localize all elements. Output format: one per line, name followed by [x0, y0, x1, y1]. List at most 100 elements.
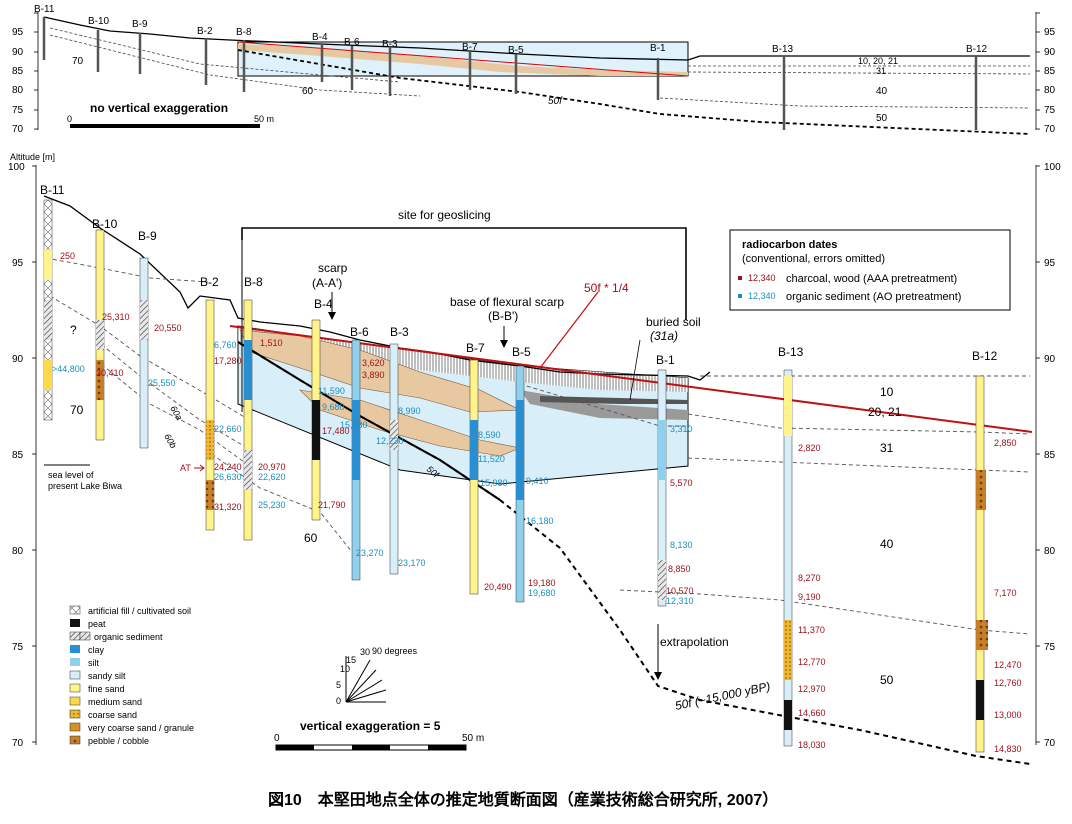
scarp-sub-label: (A-A'): [312, 276, 342, 290]
borehole-label: B-12: [972, 349, 998, 363]
top-scale-bar: [70, 124, 260, 128]
legend-item: fine sand: [69, 683, 125, 694]
legend-item: medium sand: [69, 696, 142, 707]
tick-label: 70: [12, 738, 24, 749]
at-label: AT: [180, 463, 191, 473]
borehole-label: B-3: [382, 39, 398, 50]
fault-projection-label: 50f * 1/4: [584, 281, 629, 295]
unit-label: 50f: [548, 96, 563, 107]
legend-item: clay: [70, 645, 105, 655]
unit-label: 60: [304, 531, 318, 545]
tick-label: 85: [12, 450, 24, 461]
flexural-sub-label: (B-B'): [488, 309, 518, 323]
tick-label: 95: [12, 27, 24, 38]
legend-item-label: silt: [88, 658, 99, 668]
date-label: 31,320: [214, 502, 242, 512]
borehole-label: B-7: [462, 42, 478, 53]
tick-label: 70: [12, 124, 24, 135]
date-label: 11,520: [478, 454, 505, 464]
tick-label: 70: [1044, 124, 1056, 135]
legend-item-label: medium sand: [88, 697, 142, 707]
tick-label: 85: [1044, 450, 1056, 461]
tick-label: 90: [1044, 354, 1056, 365]
date-label: 3,890: [362, 370, 385, 380]
borehole-label: B-11: [34, 4, 55, 15]
legend-item-label: clay: [88, 645, 105, 655]
bottom-scale-title: vertical exaggeration = 5: [300, 719, 441, 733]
tick-label: 70: [1044, 738, 1056, 749]
unit-label: 31: [876, 66, 886, 76]
borehole-label: B-3: [390, 325, 409, 339]
legend-item-label: pebble / cobble: [88, 736, 149, 746]
date-label: 19,680: [528, 588, 556, 598]
tick-label: 75: [1044, 642, 1056, 653]
borehole-label: B-11: [40, 183, 65, 197]
unit-label: 40: [880, 537, 894, 551]
borehole-label: B-5: [512, 345, 531, 359]
date-label: 19,180: [528, 578, 556, 588]
date-label: 25,230: [258, 500, 286, 510]
scale-label: 50 m: [462, 733, 484, 744]
unit-label: 20, 21: [868, 405, 902, 419]
tick-label: 80: [1044, 85, 1056, 96]
tick-label: 95: [1044, 258, 1056, 269]
date-label: 22,620: [258, 472, 286, 482]
main-left-axis: 100 95 90 85 80 75 70: [8, 162, 37, 749]
legend-item-label: coarse sand: [88, 710, 137, 720]
date-label: 9,190: [798, 592, 821, 602]
date-label: 24,240: [214, 462, 242, 472]
scarp-label: scarp: [318, 261, 348, 275]
date-label: 17,280: [214, 356, 242, 366]
legend-item: peat: [70, 619, 106, 629]
unit-label: 70: [72, 56, 84, 67]
legend-item-label: artificial fill / cultivated soil: [88, 606, 191, 616]
date-label: 3,310: [670, 424, 693, 434]
borehole-label: B-6: [350, 325, 369, 339]
legend-item-label: very coarse sand / granule: [88, 723, 194, 733]
unit-label: 10, 20, 21: [858, 56, 898, 66]
borehole-label: B-13: [772, 44, 794, 55]
borehole-label: B-1: [650, 43, 666, 54]
top-50f-line: [237, 49, 1031, 135]
tick-label: 100: [8, 162, 25, 173]
lithology-legend: artificial fill / cultivated soil peat o…: [69, 605, 194, 746]
dip-label: 90 degrees: [372, 646, 418, 656]
site-label: site for geoslicing: [398, 208, 491, 222]
top-section: 95 90 85 80 75 70 95 90 85 80 75 70: [12, 4, 1056, 135]
legend-subtitle: (conventional, errors omitted): [742, 253, 885, 265]
borehole-label: B-4: [314, 297, 333, 311]
unit-label: 60b: [162, 432, 178, 450]
legend-item: pebble / cobble: [69, 735, 149, 746]
tick-label: 80: [12, 85, 24, 96]
legend-item-label: sandy silt: [88, 671, 126, 681]
tick-label: 85: [12, 66, 24, 77]
sand-wedge: [239, 329, 521, 413]
tick-label: 100: [1044, 162, 1061, 173]
tick-label: 75: [12, 642, 24, 653]
legend-item: very coarse sand / granule: [69, 722, 194, 733]
main-section: Altitude [m] 100 95 90 85 80 75 70: [8, 152, 1061, 765]
date-label: 11,590: [318, 386, 345, 396]
borehole-columns: [43, 199, 988, 753]
date-label: 7,170: [994, 588, 1017, 598]
top-right-axis: 95 90 85 80 75 70: [1035, 12, 1056, 135]
date-label: 8,590: [478, 430, 501, 440]
borehole-label: B-9: [132, 19, 148, 30]
tick-label: 80: [12, 546, 24, 557]
unit-label: 31: [880, 441, 894, 455]
date-label: 13,000: [994, 710, 1022, 720]
tick-label: 90: [1044, 47, 1056, 58]
date-label: 12,770: [798, 657, 826, 667]
date-label: 9,680: [322, 402, 345, 412]
tick-label: 75: [12, 105, 24, 116]
borehole-label: B-12: [966, 44, 988, 55]
date-label: 16,180: [526, 516, 554, 526]
sea-level-label: present Lake Biwa: [48, 481, 122, 491]
dip-label: 15: [346, 655, 356, 665]
borehole-label: B-5: [508, 45, 524, 56]
borehole-label: B-7: [466, 341, 485, 355]
date-label: 26,630: [214, 472, 242, 482]
date-label: 12,310: [666, 596, 694, 606]
date-label: 250: [60, 251, 75, 261]
tick-label: 85: [1044, 66, 1056, 77]
